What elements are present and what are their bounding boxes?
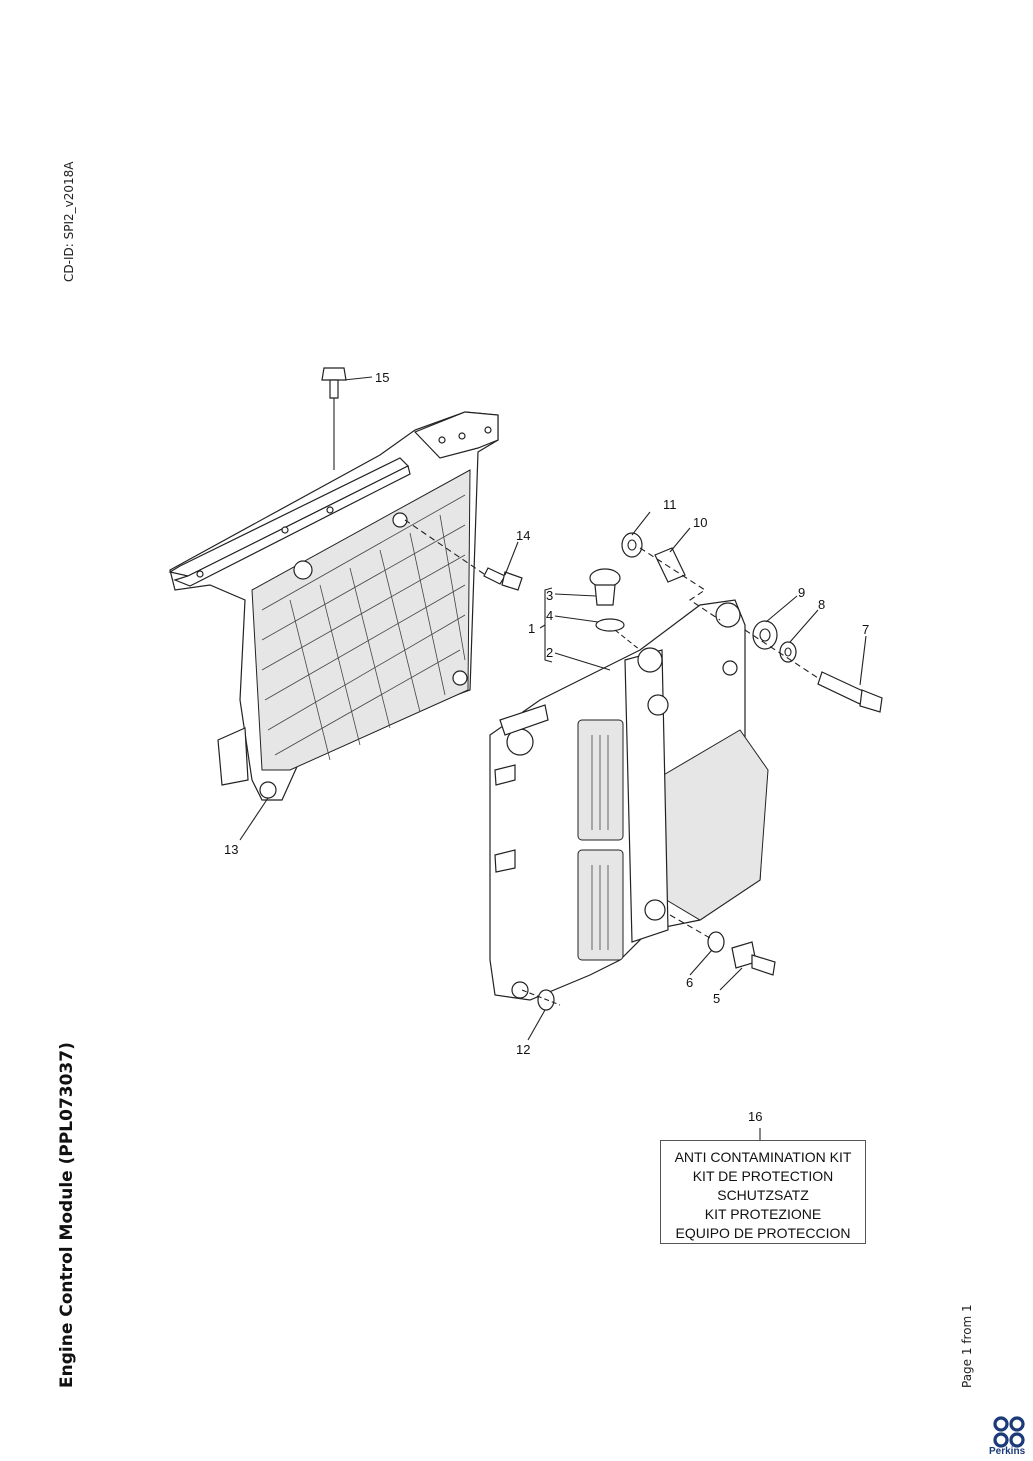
plug-3 xyxy=(589,568,621,606)
callout-9: 9 xyxy=(798,585,805,600)
perkins-logo-icon xyxy=(993,1416,1025,1448)
o-ring-4 xyxy=(595,618,641,651)
ecm-housing xyxy=(489,599,769,1001)
callout-1: 1 xyxy=(528,621,535,636)
callout-12: 12 xyxy=(516,1042,530,1057)
kit-line-2: KIT DE PROTECTION xyxy=(692,1168,834,1184)
callout-14: 14 xyxy=(516,528,530,543)
callout-15: 15 xyxy=(375,370,389,385)
washer-9 xyxy=(752,620,778,650)
callout-5: 5 xyxy=(713,991,720,1006)
bolt-14 xyxy=(404,519,523,591)
brand-name: Perkins xyxy=(989,1446,1026,1457)
callout-10: 10 xyxy=(693,515,707,530)
washer-6 xyxy=(669,914,725,953)
kit-line-5: EQUIPO DE PROTECCION xyxy=(675,1225,851,1241)
callout-16: 16 xyxy=(748,1109,762,1124)
kit-line-1: ANTI CONTAMINATION KIT xyxy=(674,1149,852,1165)
anti-contamination-kit-box: ANTI CONTAMINATION KIT KIT DE PROTECTION… xyxy=(660,1140,866,1244)
sensor-5 xyxy=(731,941,776,976)
callout-4: 4 xyxy=(546,608,553,623)
bolt-7 xyxy=(744,629,883,713)
washer-12 xyxy=(521,989,561,1011)
callout-numbers: 15 14 11 10 9 8 7 3 4 1 2 13 6 5 12 16 xyxy=(224,370,869,1124)
spacer-10 xyxy=(639,547,721,621)
callout-11: 11 xyxy=(663,497,677,512)
bolt-15 xyxy=(321,367,347,470)
callout-3: 3 xyxy=(546,588,553,603)
callout-2: 2 xyxy=(546,645,553,660)
washer-8 xyxy=(779,641,797,663)
callout-7: 7 xyxy=(862,622,869,637)
kit-line-4: KIT PROTEZIONE xyxy=(704,1206,822,1222)
callout-6: 6 xyxy=(686,975,693,990)
sleeve-11 xyxy=(621,532,643,558)
leader-lines xyxy=(239,376,867,1140)
callout-8: 8 xyxy=(818,597,825,612)
kit-line-3: SCHUTZSATZ xyxy=(717,1187,809,1203)
mounting-bracket xyxy=(168,411,499,801)
callout-13: 13 xyxy=(224,842,238,857)
